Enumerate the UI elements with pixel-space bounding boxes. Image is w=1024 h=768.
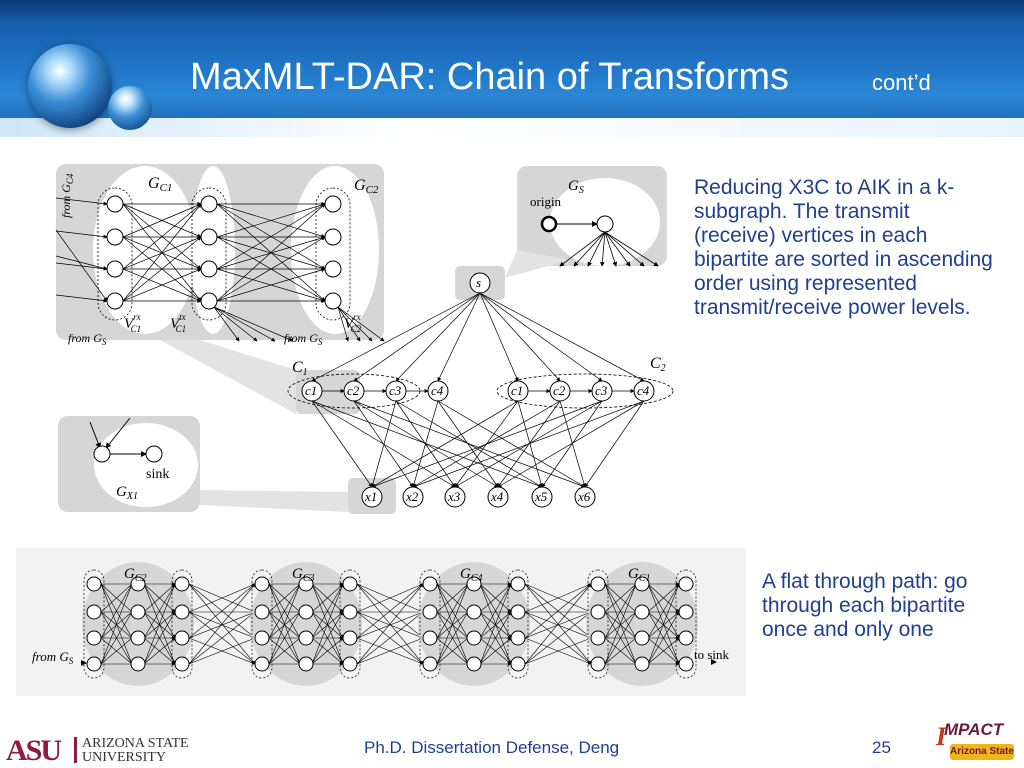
slide-subtitle: cont’d: [872, 70, 931, 95]
x-node-4-label: x4: [490, 489, 504, 504]
bipartite-group-3: GC4: [418, 562, 530, 686]
gs-title: GS: [568, 178, 584, 196]
globe-icon: [28, 44, 112, 128]
s-node: s: [476, 275, 481, 290]
x-node-5-label: x5: [534, 489, 548, 504]
x-node-1-label: x1: [364, 489, 377, 504]
gc1-label: GC1: [148, 175, 172, 194]
bipartite-group-4: GC1: [586, 562, 698, 686]
x-node-2: x2: [402, 486, 424, 508]
c-left-node-4-label: c4: [431, 383, 444, 398]
x-node-3: x3: [444, 486, 466, 508]
flat-path-diagram: GC2 GC3 GC4 GC1 from GS to sink: [16, 548, 746, 696]
header-band: MaxMLT-DAR: Chain of Transforms cont’d: [0, 0, 1024, 137]
slide-title: MaxMLT-DAR: Chain of Transforms: [190, 56, 790, 98]
x-node-6-label: x6: [577, 489, 591, 504]
bipartite-label-2: GC3: [292, 566, 315, 584]
bipartite-group-2: GC3: [250, 562, 362, 686]
x-node-3-label: x3: [447, 489, 461, 504]
c1-group-label: C1: [292, 359, 308, 378]
c-right-node-3: c3: [591, 380, 613, 402]
c-right-node-2: c2: [549, 380, 571, 402]
c-right-node-4: c4: [633, 380, 655, 402]
c-right-node-3-label: c3: [595, 383, 608, 398]
top-explanation-text: Reducing X3C to AIK in a k-subgraph. The…: [694, 176, 993, 319]
from-gs-bottom-label: from GS: [32, 649, 74, 666]
x-node-1: x1: [361, 486, 383, 508]
c-right-node-4-label: c4: [637, 383, 650, 398]
c-left-node-1: c1: [301, 380, 323, 402]
from-gc4-label: from GC4: [59, 173, 75, 218]
c-right-node-2-label: c2: [553, 383, 566, 398]
small-globe-icon: [108, 86, 152, 130]
c-right-node-1: c1: [507, 380, 529, 402]
footer-presentation-title: Ph.D. Dissertation Defense, Deng: [364, 738, 620, 757]
gc2-label: GC2: [354, 177, 379, 196]
from-gs-label-2: from GS: [284, 331, 323, 347]
header-swoosh: [0, 118, 1024, 137]
x-node-6: x6: [574, 486, 596, 508]
bottom-explanation-text: A flat through path: go through each bip…: [762, 570, 968, 641]
impact-logo: I MPACT Arizona State: [936, 716, 1018, 764]
x-node-5: x5: [531, 486, 553, 508]
gx1-title: GX1: [116, 484, 138, 502]
bipartite-label-1: GC2: [124, 566, 147, 584]
origin-node: [540, 215, 558, 233]
asu-logo: ASU ARIZONA STATE UNIVERSITY: [6, 734, 189, 767]
c-left-node-2: c2: [343, 380, 365, 402]
c2-group-label: C2: [650, 355, 666, 374]
bipartite-label-3: GC4: [460, 566, 483, 584]
c-left-node-3-label: c3: [389, 383, 402, 398]
sink-label: sink: [146, 467, 169, 482]
c-left-node-4: c4: [427, 380, 449, 402]
c-left-node-3: c3: [385, 380, 407, 402]
c-left-node-2-label: c2: [347, 383, 360, 398]
bipartite-group-1: GC2: [82, 562, 194, 686]
x-node-2-label: x2: [405, 489, 419, 504]
to-sink-label: to sink: [694, 647, 730, 662]
c-right-node-1-label: c1: [511, 383, 523, 398]
header-top-bar: [0, 0, 1024, 28]
page-number: 25: [872, 738, 891, 757]
bipartite-label-4: GC1: [628, 566, 651, 584]
origin-label: origin: [530, 194, 562, 209]
from-gs-label-1: from GS: [68, 331, 107, 347]
x-node-4: x4: [487, 486, 509, 508]
c-left-node-1-label: c1: [305, 383, 317, 398]
